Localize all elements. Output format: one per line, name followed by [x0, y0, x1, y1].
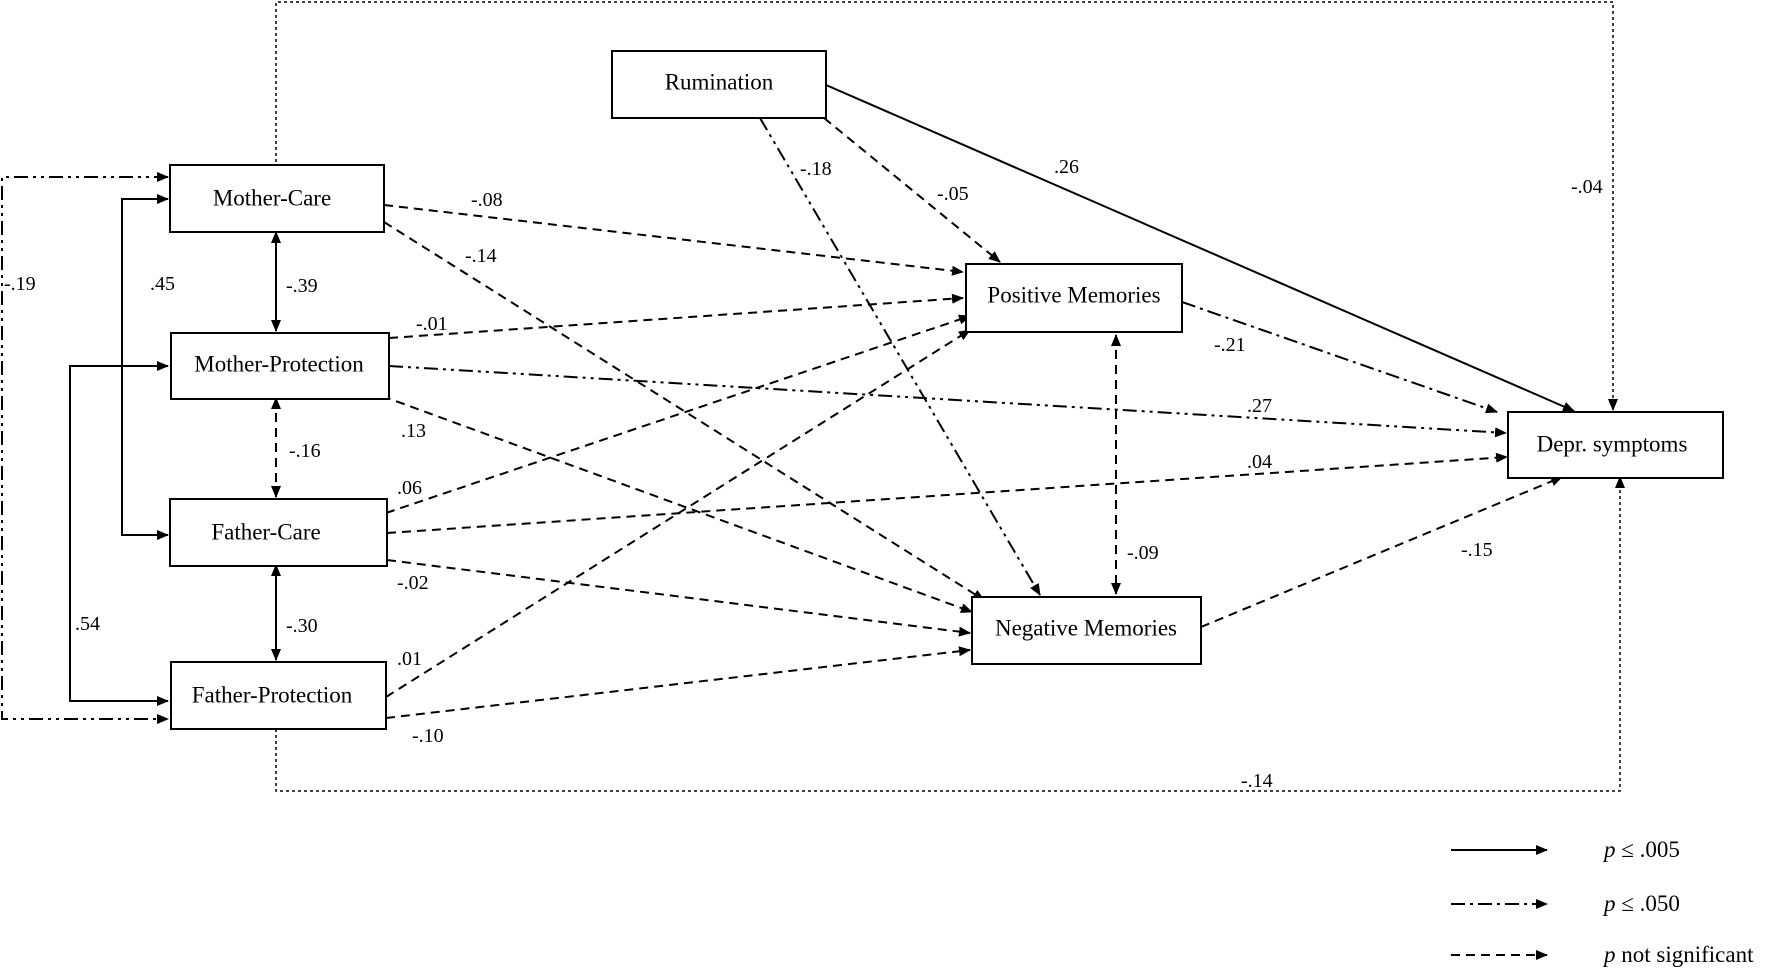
node-negative-memories: Negative Memories: [971, 596, 1202, 665]
node-mother-care-label: Mother-Care: [213, 185, 331, 210]
coef-label: -.14: [465, 245, 497, 267]
path-mother-protection-to-negative-memories: [381, 395, 973, 613]
coef-label: .01: [397, 648, 422, 670]
path-mother-protection-father-protection: [69, 361, 169, 706]
coef-label: .45: [150, 273, 175, 295]
path-father-protection-to-negative-memories: [385, 646, 971, 719]
coef-label: .04: [1247, 451, 1272, 473]
coef-label: -.18: [800, 158, 832, 180]
node-positive-memories: Positive Memories: [965, 263, 1183, 333]
coef-label: -.15: [1461, 539, 1493, 561]
legend-dashdot-label: p ≤ .050: [1602, 891, 1680, 916]
node-father-protection-label: Father-Protection: [192, 682, 353, 707]
node-negative-memories-label: Negative Memories: [995, 615, 1177, 640]
coef-label: .27: [1247, 395, 1272, 417]
path-mother-protection-to-depr-symptoms: [388, 365, 1507, 438]
node-mother-care: Mother-Care: [169, 164, 385, 233]
coef-label: .06: [397, 477, 422, 499]
node-father-care: Father-Care: [169, 498, 388, 567]
coef-label: .13: [401, 420, 426, 442]
legend-dashed-label: p not significant: [1602, 942, 1754, 967]
coef-label: -.19: [4, 273, 36, 295]
path-negative-memories-to-depr-symptoms: [1200, 476, 1563, 628]
path-father-care-to-positive-memories: [385, 314, 971, 514]
node-mother-protection-label: Mother-Protection: [194, 351, 364, 376]
path-mother-care-to-positive-memories: [383, 204, 964, 276]
path-father-care-to-negative-memories: [386, 559, 971, 637]
legend-solid-label: p ≤ .005: [1602, 837, 1680, 862]
path-mother-care-to-depr-symptoms: [275, 1, 1618, 411]
node-father-care-label: Father-Care: [211, 519, 320, 544]
coef-label: .26: [1054, 156, 1079, 178]
path-mother-protection-to-positive-memories: [388, 293, 964, 339]
coef-label: -.30: [286, 615, 318, 637]
coef-label: -.14: [1241, 770, 1273, 792]
path-rumination-to-negative-memories: [759, 117, 1041, 596]
path-father-protection-to-depr-symptoms: [275, 476, 1625, 792]
node-father-protection: Father-Protection: [170, 661, 387, 730]
coef-label: -.21: [1214, 334, 1246, 356]
node-depr-symptoms: Depr. symptoms: [1507, 411, 1724, 479]
node-rumination-label: Rumination: [665, 69, 774, 94]
legend: p ≤ .005 p ≤ .050 p not significant: [1451, 837, 1754, 967]
node-mother-protection: Mother-Protection: [170, 332, 390, 400]
coef-label: .54: [75, 613, 100, 635]
coef-label: -.39: [286, 275, 318, 297]
coef-label: -.05: [937, 183, 969, 205]
node-positive-memories-label: Positive Memories: [987, 282, 1160, 307]
path-father-protection-to-positive-memories: [385, 329, 971, 698]
path-rumination-to-depr-symptoms: [825, 84, 1575, 412]
path-positive-memories-to-depr-symptoms: [1181, 301, 1498, 414]
node-rumination: Rumination: [611, 50, 827, 119]
path-mother-care-to-negative-memories: [383, 221, 985, 601]
coef-label: -.16: [289, 440, 321, 462]
coef-label: -.08: [471, 189, 503, 211]
coef-label: -.02: [397, 572, 429, 594]
node-depr-symptoms-label: Depr. symptoms: [1537, 431, 1688, 456]
coef-label: -.09: [1127, 542, 1159, 564]
coef-label: -.10: [412, 725, 444, 747]
path-mother-care-father-protection: [1, 172, 169, 724]
path-rumination-to-positive-memories: [823, 117, 1001, 263]
coef-label: -.01: [416, 313, 448, 335]
path-father-care-to-depr-symptoms: [386, 452, 1508, 534]
coef-label: -.04: [1571, 176, 1603, 198]
